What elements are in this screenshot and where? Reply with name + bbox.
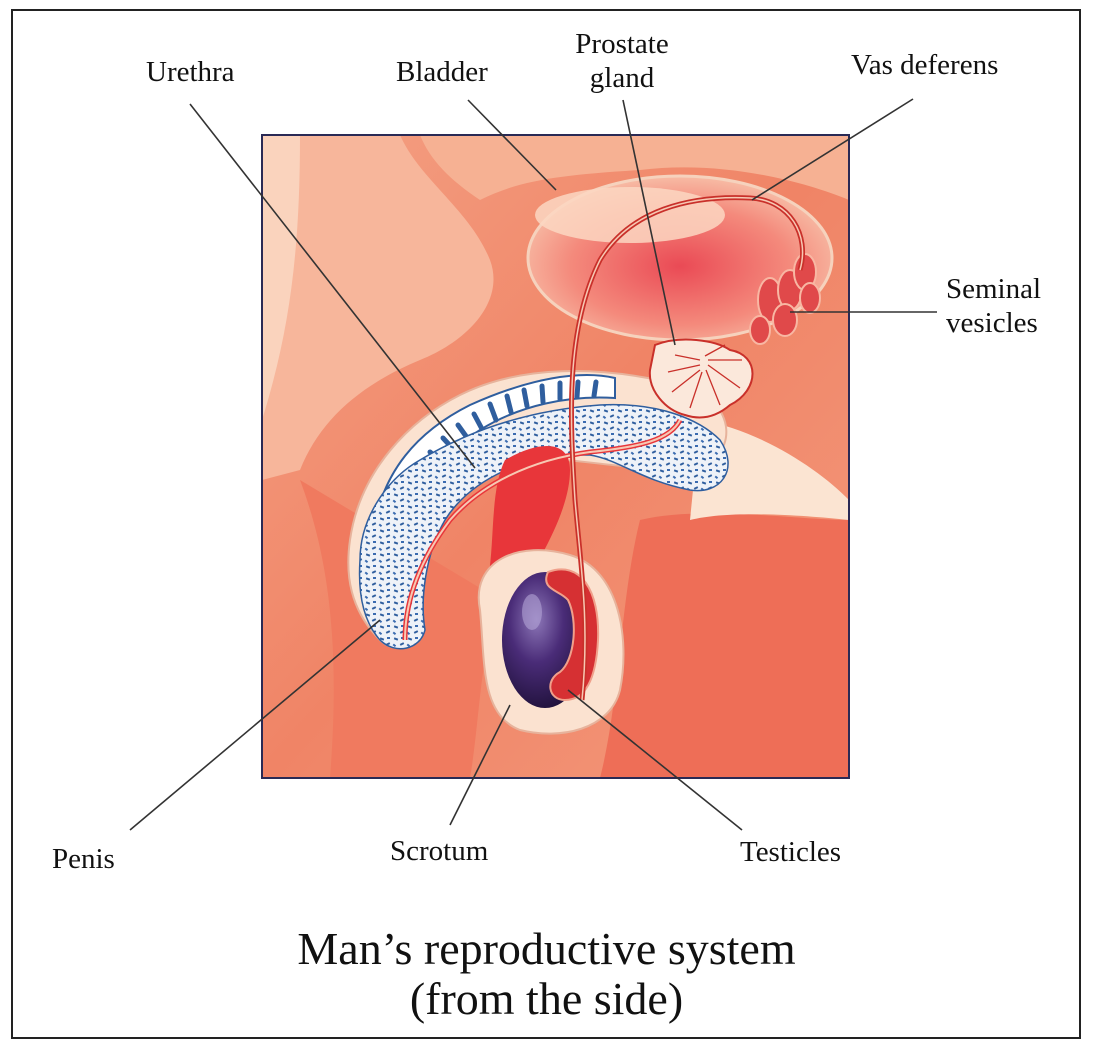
label-prostate-line2: gland [560,61,684,95]
label-scrotum: Scrotum [390,834,488,868]
label-seminal-vesicles: Seminal vesicles [946,272,1041,340]
illustration-panel [262,135,849,778]
label-seminal-line1: Seminal [946,272,1041,306]
label-vas-deferens: Vas deferens [851,48,998,82]
caption-line2: (from the side) [0,974,1093,1024]
label-penis: Penis [52,842,115,876]
caption-line1: Man’s reproductive system [0,924,1093,974]
label-bladder: Bladder [396,55,488,89]
label-prostate-gland: Prostate gland [560,27,684,95]
label-urethra: Urethra [146,55,235,89]
label-testicles: Testicles [740,835,841,869]
label-seminal-line2: vesicles [946,306,1041,340]
diagram-caption: Man’s reproductive system (from the side… [0,924,1093,1023]
label-prostate-line1: Prostate [560,27,684,61]
